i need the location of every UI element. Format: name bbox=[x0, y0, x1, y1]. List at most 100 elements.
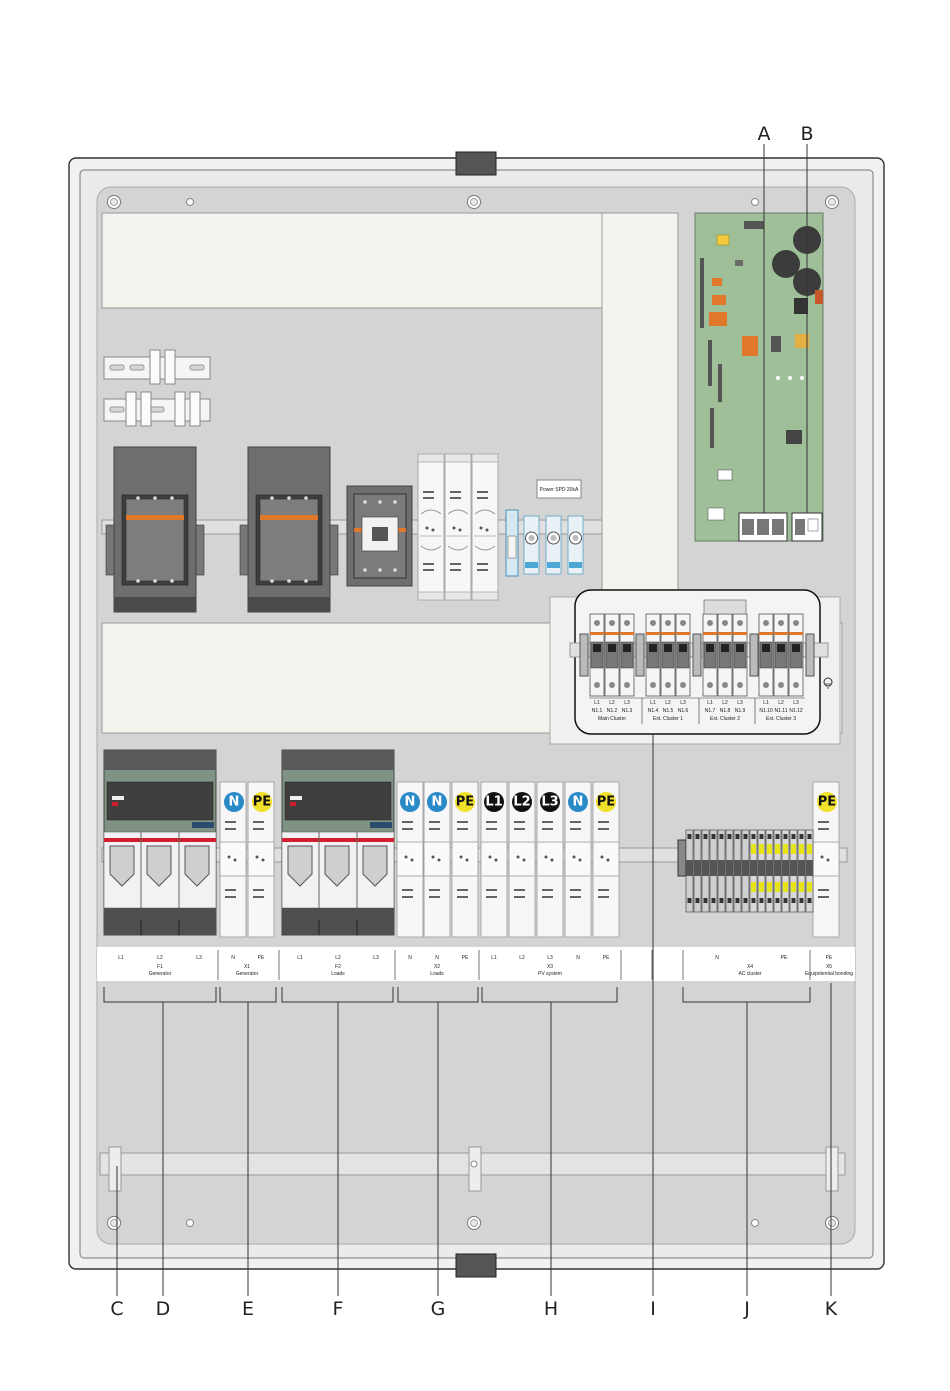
nameplate: Power SPD 20kA bbox=[540, 487, 579, 493]
surge-arrester bbox=[567, 515, 584, 575]
strip-label: L1 bbox=[297, 955, 303, 961]
strip-label: L2 bbox=[519, 955, 525, 961]
strip-label: Loads bbox=[430, 971, 444, 977]
strip-label: L2 bbox=[335, 955, 341, 961]
screw-icon bbox=[107, 195, 121, 209]
fuse-holder bbox=[444, 453, 472, 601]
strip-label: Equipotential bonding bbox=[805, 971, 853, 977]
control-board bbox=[694, 212, 824, 542]
mcb-group-label: Main Cluster bbox=[598, 716, 626, 722]
mcb-label: L2 bbox=[778, 700, 784, 706]
strip-label: L3 bbox=[547, 955, 553, 961]
screw-icon bbox=[467, 195, 481, 209]
strip-label: X1 bbox=[244, 964, 250, 970]
terminal-badges: N PE N N PE L1 L2 L3 N PE PE bbox=[224, 792, 837, 812]
strip-label: AC cluster bbox=[738, 971, 761, 977]
mcb-label: L2 bbox=[665, 700, 671, 706]
mcb-label: N1.12 bbox=[789, 708, 803, 714]
mcb-label: N1.9 bbox=[735, 708, 746, 714]
mcb-label: N1.10 bbox=[759, 708, 773, 714]
spare-rails bbox=[103, 349, 211, 427]
strip-label: N bbox=[231, 955, 235, 961]
callout-c: C bbox=[110, 1298, 123, 1320]
strip-label: Generator bbox=[149, 971, 172, 977]
bottom-hinge bbox=[455, 1253, 497, 1278]
callout-b: B bbox=[800, 123, 813, 145]
surge-arrester bbox=[545, 515, 562, 575]
callout-e: E bbox=[242, 1298, 254, 1320]
mcb-label: L2 bbox=[609, 700, 615, 706]
label-strip bbox=[97, 947, 855, 981]
screw-icon bbox=[825, 195, 839, 209]
mounting-hole-icon bbox=[751, 198, 759, 206]
badge-n: N bbox=[229, 795, 240, 810]
mcb-label: L1 bbox=[594, 700, 600, 706]
mcb-label: L3 bbox=[793, 700, 799, 706]
strip-label: PE bbox=[258, 955, 265, 961]
surge-arrester bbox=[523, 515, 540, 575]
fuse-holder bbox=[417, 453, 445, 601]
mounting-hole-icon bbox=[186, 1219, 194, 1227]
badge-n: N bbox=[432, 795, 443, 810]
small-contactor bbox=[346, 485, 413, 587]
screw-icon bbox=[467, 1216, 481, 1230]
strip-label: Generator bbox=[236, 971, 259, 977]
callout-i: I bbox=[650, 1298, 656, 1320]
strip-label: Loads bbox=[331, 971, 345, 977]
surge-protector-module bbox=[505, 509, 519, 577]
screw-icon bbox=[825, 1216, 839, 1230]
circuit-breaker-f1 bbox=[103, 749, 217, 936]
strip-label: F1 bbox=[157, 964, 163, 970]
callout-f: F bbox=[333, 1298, 344, 1320]
top-hinge bbox=[455, 151, 497, 176]
mcb-group-label: Ext. Cluster 1 bbox=[653, 716, 683, 722]
mcb-group-label: Ext. Cluster 3 bbox=[766, 716, 796, 722]
strip-label: X5 bbox=[826, 964, 832, 970]
strip-label: PE bbox=[603, 955, 610, 961]
callout-g: G bbox=[431, 1298, 446, 1320]
mcb-group-label: Ext. Cluster 2 bbox=[710, 716, 740, 722]
mcb-label: N1.3 bbox=[622, 708, 633, 714]
badge-n: N bbox=[405, 795, 416, 810]
callout-j: J bbox=[743, 1298, 750, 1320]
badge-pe: PE bbox=[253, 795, 271, 810]
badge-l1: L1 bbox=[485, 795, 502, 810]
mcb-label: N1.7 bbox=[705, 708, 716, 714]
badge-n: N bbox=[573, 795, 584, 810]
screw-icon bbox=[107, 1216, 121, 1230]
cable-duct-vertical bbox=[601, 212, 679, 596]
strip-label: L3 bbox=[373, 955, 379, 961]
callout-h: H bbox=[544, 1298, 558, 1320]
badge-pe: PE bbox=[597, 795, 615, 810]
nameplate-box bbox=[536, 479, 582, 499]
strip-label: N bbox=[576, 955, 580, 961]
mcb-label: L1 bbox=[707, 700, 713, 706]
bottom-rail bbox=[99, 1146, 846, 1192]
mcb-label: N1.4 bbox=[648, 708, 659, 714]
strip-label: N bbox=[435, 955, 439, 961]
strip-label: PE bbox=[826, 955, 833, 961]
terminal-strip-x4 bbox=[677, 829, 814, 913]
strip-label: X4 bbox=[747, 964, 753, 970]
mcb-label: L3 bbox=[624, 700, 630, 706]
badge-pe: PE bbox=[456, 795, 474, 810]
badge-pe: PE bbox=[818, 795, 836, 810]
mounting-hole-icon bbox=[751, 1219, 759, 1227]
mcb-label: L2 bbox=[722, 700, 728, 706]
strip-label: N bbox=[408, 955, 412, 961]
strip-label: X3 bbox=[547, 964, 553, 970]
strip-label-texts: L1 L2 L3 F1 Generator N PE X1 Generator … bbox=[118, 955, 853, 977]
mcb-label: L1 bbox=[763, 700, 769, 706]
mcb-label: L3 bbox=[737, 700, 743, 706]
strip-label: L1 bbox=[118, 955, 124, 961]
callout-d: D bbox=[156, 1298, 171, 1320]
mcb-label: N1.2 bbox=[607, 708, 618, 714]
strip-label: N bbox=[715, 955, 719, 961]
mcb-label: N1.5 bbox=[663, 708, 674, 714]
mcb-labels: L1 L2 L3 N1.1 N1.2 N1.3 Main Cluster L1 … bbox=[592, 700, 803, 722]
strip-label: PV system bbox=[538, 971, 562, 977]
strip-label: L2 bbox=[157, 955, 163, 961]
callout-k: K bbox=[825, 1298, 838, 1320]
contactor-middle bbox=[239, 446, 339, 613]
